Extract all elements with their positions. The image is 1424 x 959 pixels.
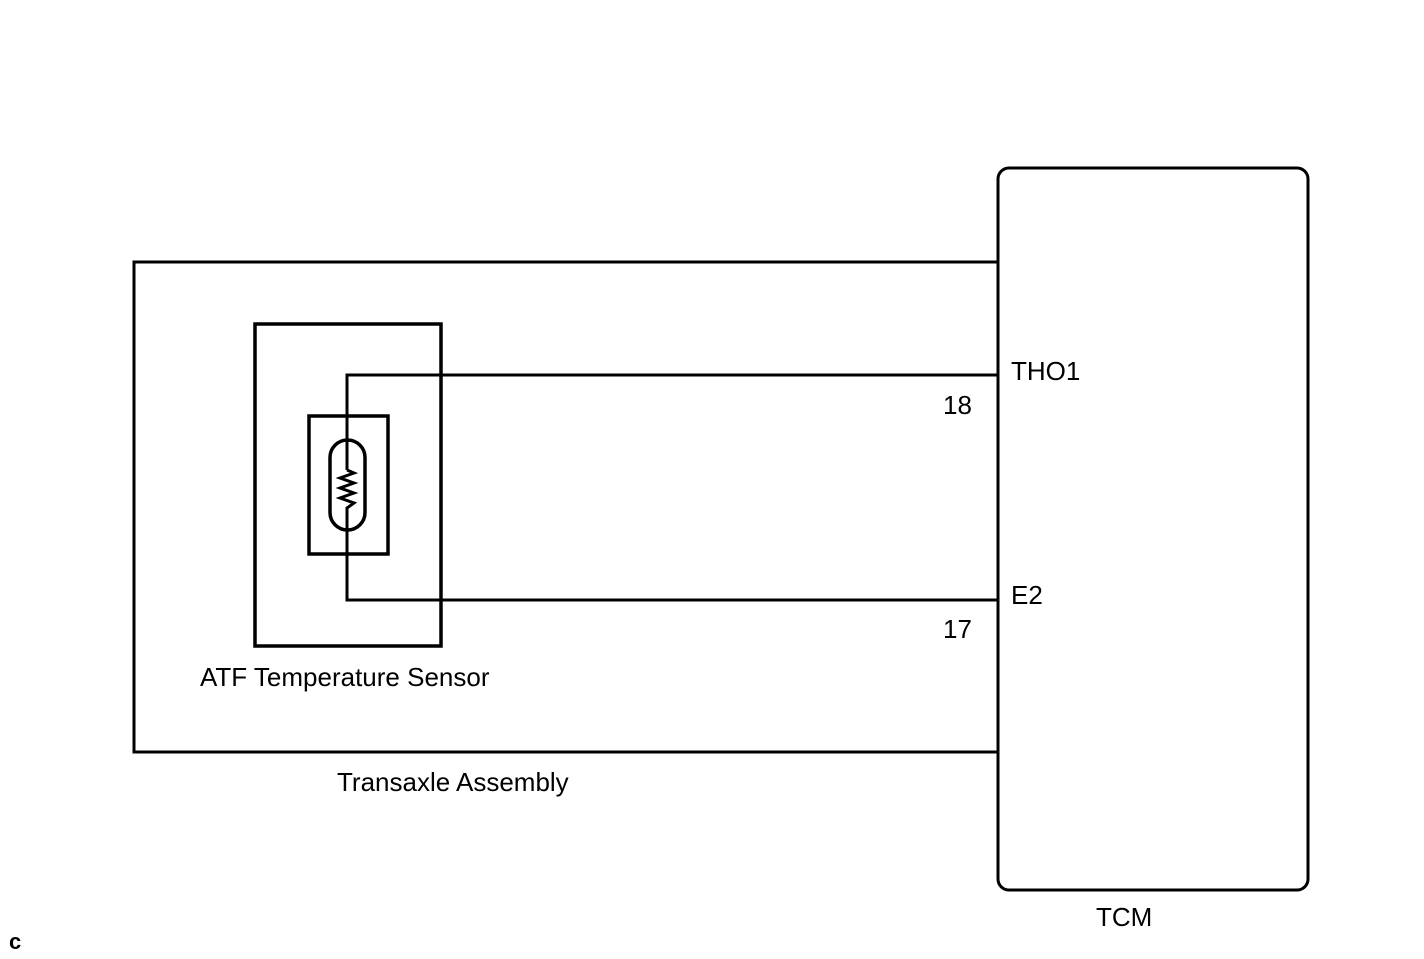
terminal-tho1-label: THO1 [1011,356,1080,386]
thermistor-resistor-icon [335,468,359,511]
atf-sensor-outer-box [253,322,443,648]
pin-18-label: 18 [943,390,972,420]
wire-tho1 [345,373,998,470]
corner-mark: c [9,929,21,954]
transaxle-assembly-label: Transaxle Assembly [337,767,569,797]
pin-17-label: 17 [943,614,972,644]
tcm-box [996,166,1310,892]
transaxle-assembly-outline [132,260,998,754]
terminal-e2-label: E2 [1011,580,1043,610]
thermistor-capsule [328,438,367,532]
wire-e2 [345,511,998,602]
atf-sensor-label: ATF Temperature Sensor [200,662,490,692]
tcm-label: TCM [1096,902,1152,932]
